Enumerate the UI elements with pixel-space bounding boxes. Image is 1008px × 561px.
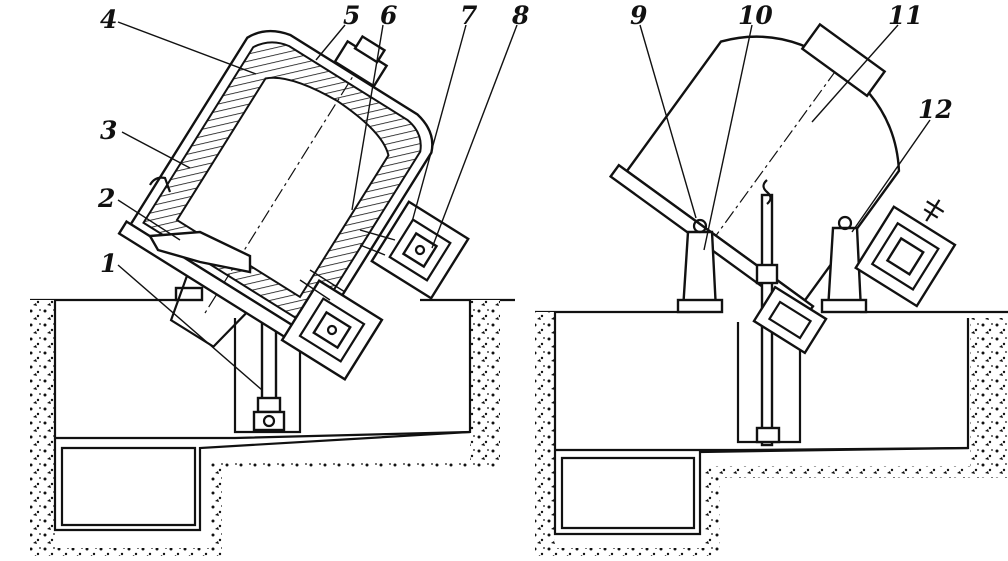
left-throat — [299, 229, 396, 301]
trunnion-support-left — [676, 218, 724, 314]
callout-4: 4 — [100, 5, 117, 34]
right-pit-wall — [553, 312, 970, 536]
leader-5 — [315, 24, 346, 61]
inductor-box-upper — [370, 200, 470, 300]
right-drive-block — [752, 285, 828, 355]
leader-6 — [351, 24, 384, 211]
leader-7 — [411, 24, 467, 223]
callout-8: 8 — [511, 1, 529, 30]
callout-9: 9 — [630, 1, 647, 30]
leader-1 — [117, 264, 263, 391]
right-pit-floor — [555, 446, 969, 452]
callout-10: 10 — [738, 1, 773, 30]
trunnion-support-right — [820, 215, 868, 314]
callout-7: 7 — [460, 1, 478, 30]
callout-6: 6 — [380, 1, 397, 30]
pouring-spout — [148, 230, 252, 274]
callout-12: 12 — [918, 95, 953, 124]
right-view — [535, 22, 1008, 556]
leader-11 — [811, 24, 899, 123]
leader-10 — [703, 24, 753, 251]
leader-3 — [121, 131, 191, 169]
leader-9 — [639, 24, 697, 219]
leader-lines — [117, 21, 931, 391]
inductor-box-lower — [280, 279, 384, 381]
callout-11: 11 — [888, 1, 923, 30]
left-pit-floor — [55, 430, 471, 440]
right-lower-chamber — [560, 456, 696, 530]
left-bracket — [149, 176, 172, 193]
callouts: 1 2 3 4 5 6 7 8 9 10 11 12 — [97, 1, 953, 278]
leader-12 — [851, 119, 931, 233]
leader-2 — [117, 199, 181, 241]
callout-3: 3 — [100, 116, 117, 145]
hydraulic-cylinder — [252, 308, 286, 432]
callout-2: 2 — [97, 184, 115, 213]
furnace-body — [117, 29, 434, 356]
callout-5: 5 — [343, 1, 360, 30]
left-cylinder-well — [233, 318, 302, 434]
leader-8 — [431, 24, 518, 249]
leader-4 — [117, 21, 257, 75]
left-lower-chamber — [60, 446, 197, 527]
callout-1: 1 — [100, 249, 117, 278]
right-inductor-box — [854, 199, 957, 308]
left-pit-wall — [53, 300, 472, 532]
left-view — [30, 29, 515, 556]
